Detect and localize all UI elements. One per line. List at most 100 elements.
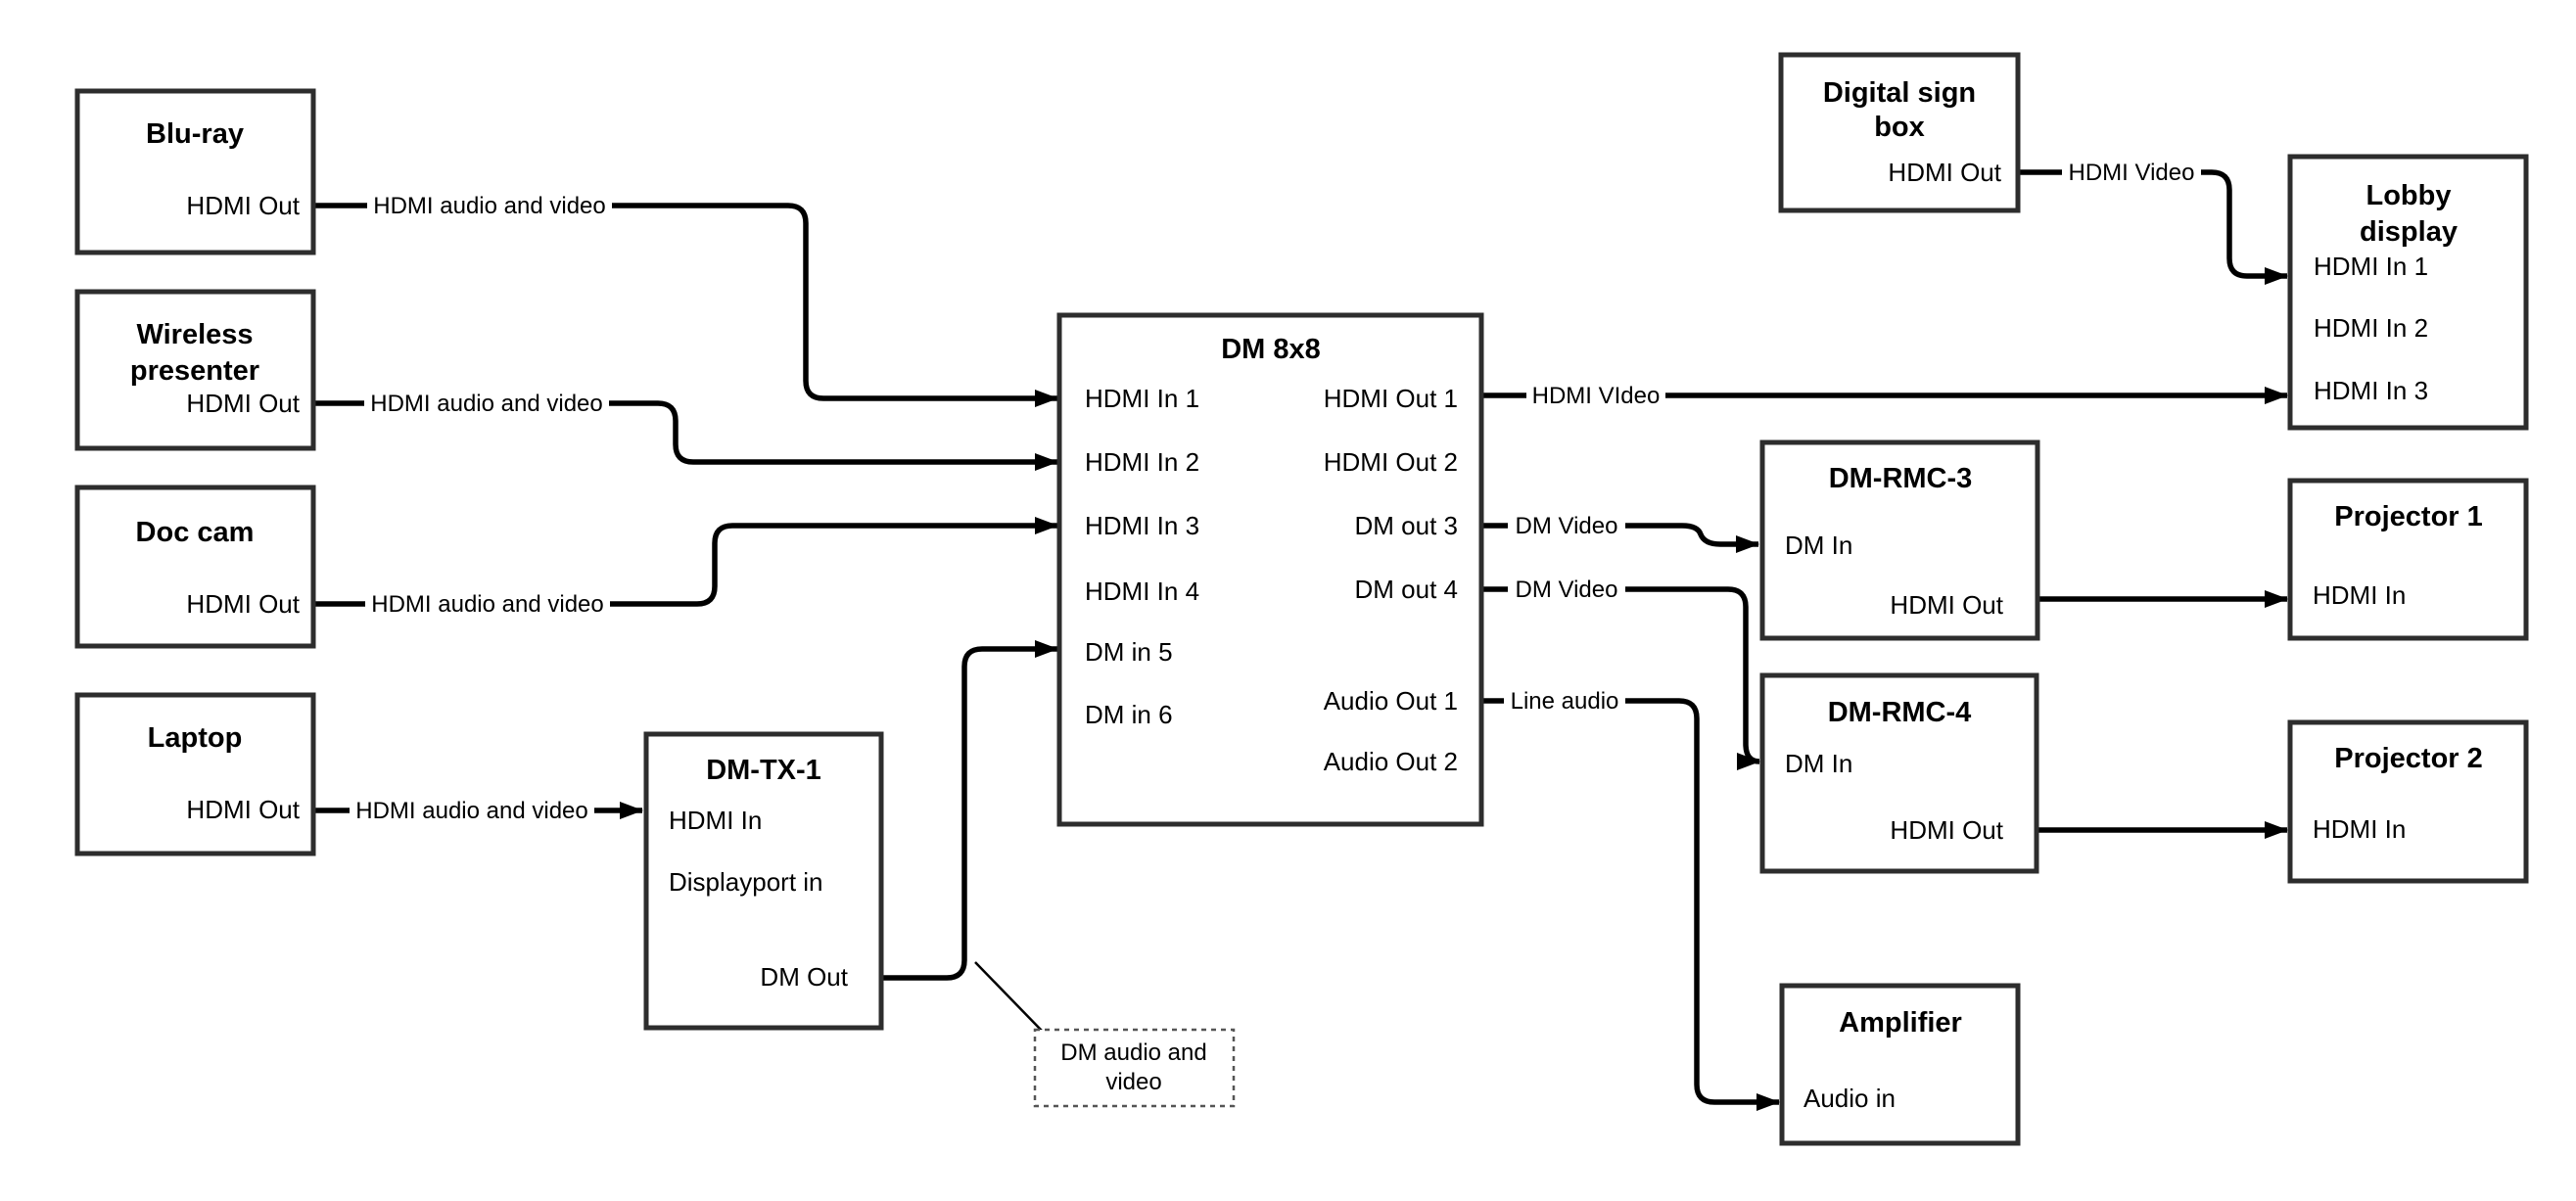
wire-doccam-to-dm8x8-in3 (313, 517, 1058, 607)
node-bluray-box (74, 88, 316, 255)
node-proj1-port-hdmi-in: HDMI In (2313, 580, 2406, 610)
node-dm8x8-port-out1: HDMI Out 1 (1324, 384, 1458, 413)
wire-label-text: DM Video (1516, 577, 1618, 603)
node-dm8x8-title: DM 8x8 (1221, 334, 1321, 365)
node-dmrmc4-box (1759, 672, 2039, 874)
node-proj1: Projector 1 HDMI In (2287, 478, 2529, 641)
node-lobby-box (2287, 154, 2529, 431)
wire-label-bg (1508, 509, 1625, 542)
wire-label-dm-out3: DM Video (1508, 509, 1625, 542)
wire-label-bg (1526, 379, 1665, 412)
wire-label-text: HDMI audio and video (370, 391, 602, 417)
node-lobby-port-in1: HDMI In 1 (2314, 252, 2428, 281)
wire-label-text: HDMI Video (2069, 160, 2195, 186)
node-bluray-title: Blu-ray (146, 118, 244, 150)
node-dmrmc4-port-dm-in: DM In (1785, 749, 1852, 778)
node-dmtx1-port-displayport-in: Displayport in (669, 867, 823, 897)
note-dm-audio-and-video: DM audio and video (1033, 1028, 1236, 1108)
node-dm8x8-box (1056, 312, 1484, 827)
node-digitalsign: Digital sign box HDMI Out (1778, 52, 2021, 213)
node-dmtx1-box (643, 731, 884, 1031)
wire-label-dm-out4: DM Video (1508, 573, 1625, 606)
node-laptop-port-hdmi-out: HDMI Out (186, 795, 300, 824)
node-dmtx1: DM-TX-1 HDMI In Displayport in DM Out (643, 731, 884, 1031)
node-amp-box (1779, 983, 2021, 1146)
node-proj2-box (2287, 719, 2529, 884)
wire-dm8x8-audio1-to-amp (1481, 698, 1780, 1111)
wire-label-bg (1508, 573, 1625, 606)
node-wireless-title-line2: presenter (130, 355, 259, 387)
wire-label-digitalsign: HDMI Video (2062, 156, 2201, 189)
wire-bluray-to-dm8x8-in1 (313, 203, 1058, 407)
node-lobby-title-line1: Lobby (2366, 180, 2452, 211)
note-box (1033, 1028, 1236, 1108)
node-dmtx1-port-dm-out: DM Out (760, 962, 848, 992)
wire-label-hdmi-out1: HDMI VIdeo (1526, 379, 1665, 412)
node-dmrmc3-port-hdmi-out: HDMI Out (1890, 590, 2003, 620)
wire-label-bg (2062, 156, 2201, 189)
wire-wireless-to-dm8x8-in2 (313, 400, 1058, 471)
node-laptop: Laptop HDMI Out (74, 692, 316, 856)
node-lobby-title-line2: display (2360, 216, 2458, 248)
node-bluray-port-hdmi-out: HDMI Out (186, 191, 300, 220)
node-digitalsign-title-line1: Digital sign (1823, 77, 1976, 109)
node-dmrmc3-port-dm-in: DM In (1785, 531, 1852, 560)
node-laptop-box (74, 692, 316, 856)
node-dm8x8-port-in5: DM in 5 (1085, 637, 1173, 667)
wire-label-bg (365, 587, 610, 621)
wire-label-text: Line audio (1511, 688, 1619, 715)
node-dm8x8-port-audio2: Audio Out 2 (1324, 747, 1458, 776)
node-dm8x8-port-in6: DM in 6 (1085, 700, 1173, 729)
node-doccam-port-hdmi-out: HDMI Out (186, 589, 300, 619)
wire-labels: HDMI audio and video HDMI audio and vide… (350, 156, 2201, 827)
node-lobby-display: Lobby display HDMI In 1 HDMI In 2 HDMI I… (2287, 154, 2529, 431)
node-amp-title: Amplifier (1839, 1007, 1962, 1039)
node-proj1-box (2287, 478, 2529, 641)
wire-dmtx1-dmout-to-dm8x8-in5 (881, 640, 1058, 981)
node-dmrmc3-title: DM-RMC-3 (1829, 463, 1973, 494)
node-dmtx1-title: DM-TX-1 (706, 755, 821, 786)
wire-label-bg (350, 794, 594, 827)
note-callout-line (974, 961, 1043, 1032)
node-doccam: Doc cam HDMI Out (74, 485, 316, 649)
node-lobby-port-in3: HDMI In 3 (2314, 376, 2428, 405)
note-text-line1: DM audio and (1060, 1039, 1206, 1066)
wire-label-bg (1504, 684, 1625, 717)
node-proj2: Projector 2 HDMI In (2287, 719, 2529, 884)
node-doccam-box (74, 485, 316, 649)
node-proj2-title: Projector 2 (2334, 743, 2483, 774)
wire-label-text: HDMI audio and video (371, 591, 603, 618)
node-dmrmc3: DM-RMC-3 DM In HDMI Out (1759, 439, 2040, 641)
nodes: Blu-ray HDMI Out Wireless presenter HDMI… (74, 52, 2529, 1146)
node-dm8x8-port-out4: DM out 4 (1355, 575, 1459, 604)
wire-label-text: HDMI VIdeo (1532, 383, 1661, 409)
node-doccam-title: Doc cam (136, 517, 255, 548)
wire-label-line-audio: Line audio (1504, 684, 1625, 717)
wire-label-laptop: HDMI audio and video (350, 794, 594, 827)
node-dm8x8: DM 8x8 HDMI In 1 HDMI In 2 HDMI In 3 HDM… (1056, 312, 1484, 827)
node-dm8x8-port-out2: HDMI Out 2 (1324, 447, 1458, 477)
node-dmrmc4: DM-RMC-4 DM In HDMI Out (1759, 672, 2039, 874)
node-dmrmc3-box (1759, 439, 2040, 641)
node-dm8x8-port-out3: DM out 3 (1355, 511, 1459, 540)
node-digitalsign-port-hdmi-out: HDMI Out (1888, 158, 2001, 187)
node-dm8x8-port-in4: HDMI In 4 (1085, 577, 1199, 606)
node-bluray: Blu-ray HDMI Out (74, 88, 316, 255)
wire-label-bg (367, 189, 612, 222)
node-laptop-title: Laptop (148, 722, 243, 754)
node-dmrmc4-title: DM-RMC-4 (1828, 697, 1972, 728)
node-dmrmc4-port-hdmi-out: HDMI Out (1890, 815, 2003, 845)
wire-dm8x8-out3-to-dmrmc3-dmin (1481, 523, 1759, 553)
wire-label-text: HDMI audio and video (373, 193, 605, 219)
node-dm8x8-port-in3: HDMI In 3 (1085, 511, 1199, 540)
wire-label-text: HDMI audio and video (355, 798, 587, 824)
node-proj2-port-hdmi-in: HDMI In (2313, 814, 2406, 844)
wire-label-text: DM Video (1516, 513, 1618, 539)
wire-label-doccam: HDMI audio and video (365, 587, 610, 621)
wire-dm8x8-out4-to-dmrmc4-dmin (1481, 586, 1760, 770)
node-amplifier: Amplifier Audio in (1779, 983, 2021, 1146)
wire-digitalsign-to-lobby-in1 (2018, 169, 2288, 285)
wire-label-wireless: HDMI audio and video (364, 387, 609, 420)
